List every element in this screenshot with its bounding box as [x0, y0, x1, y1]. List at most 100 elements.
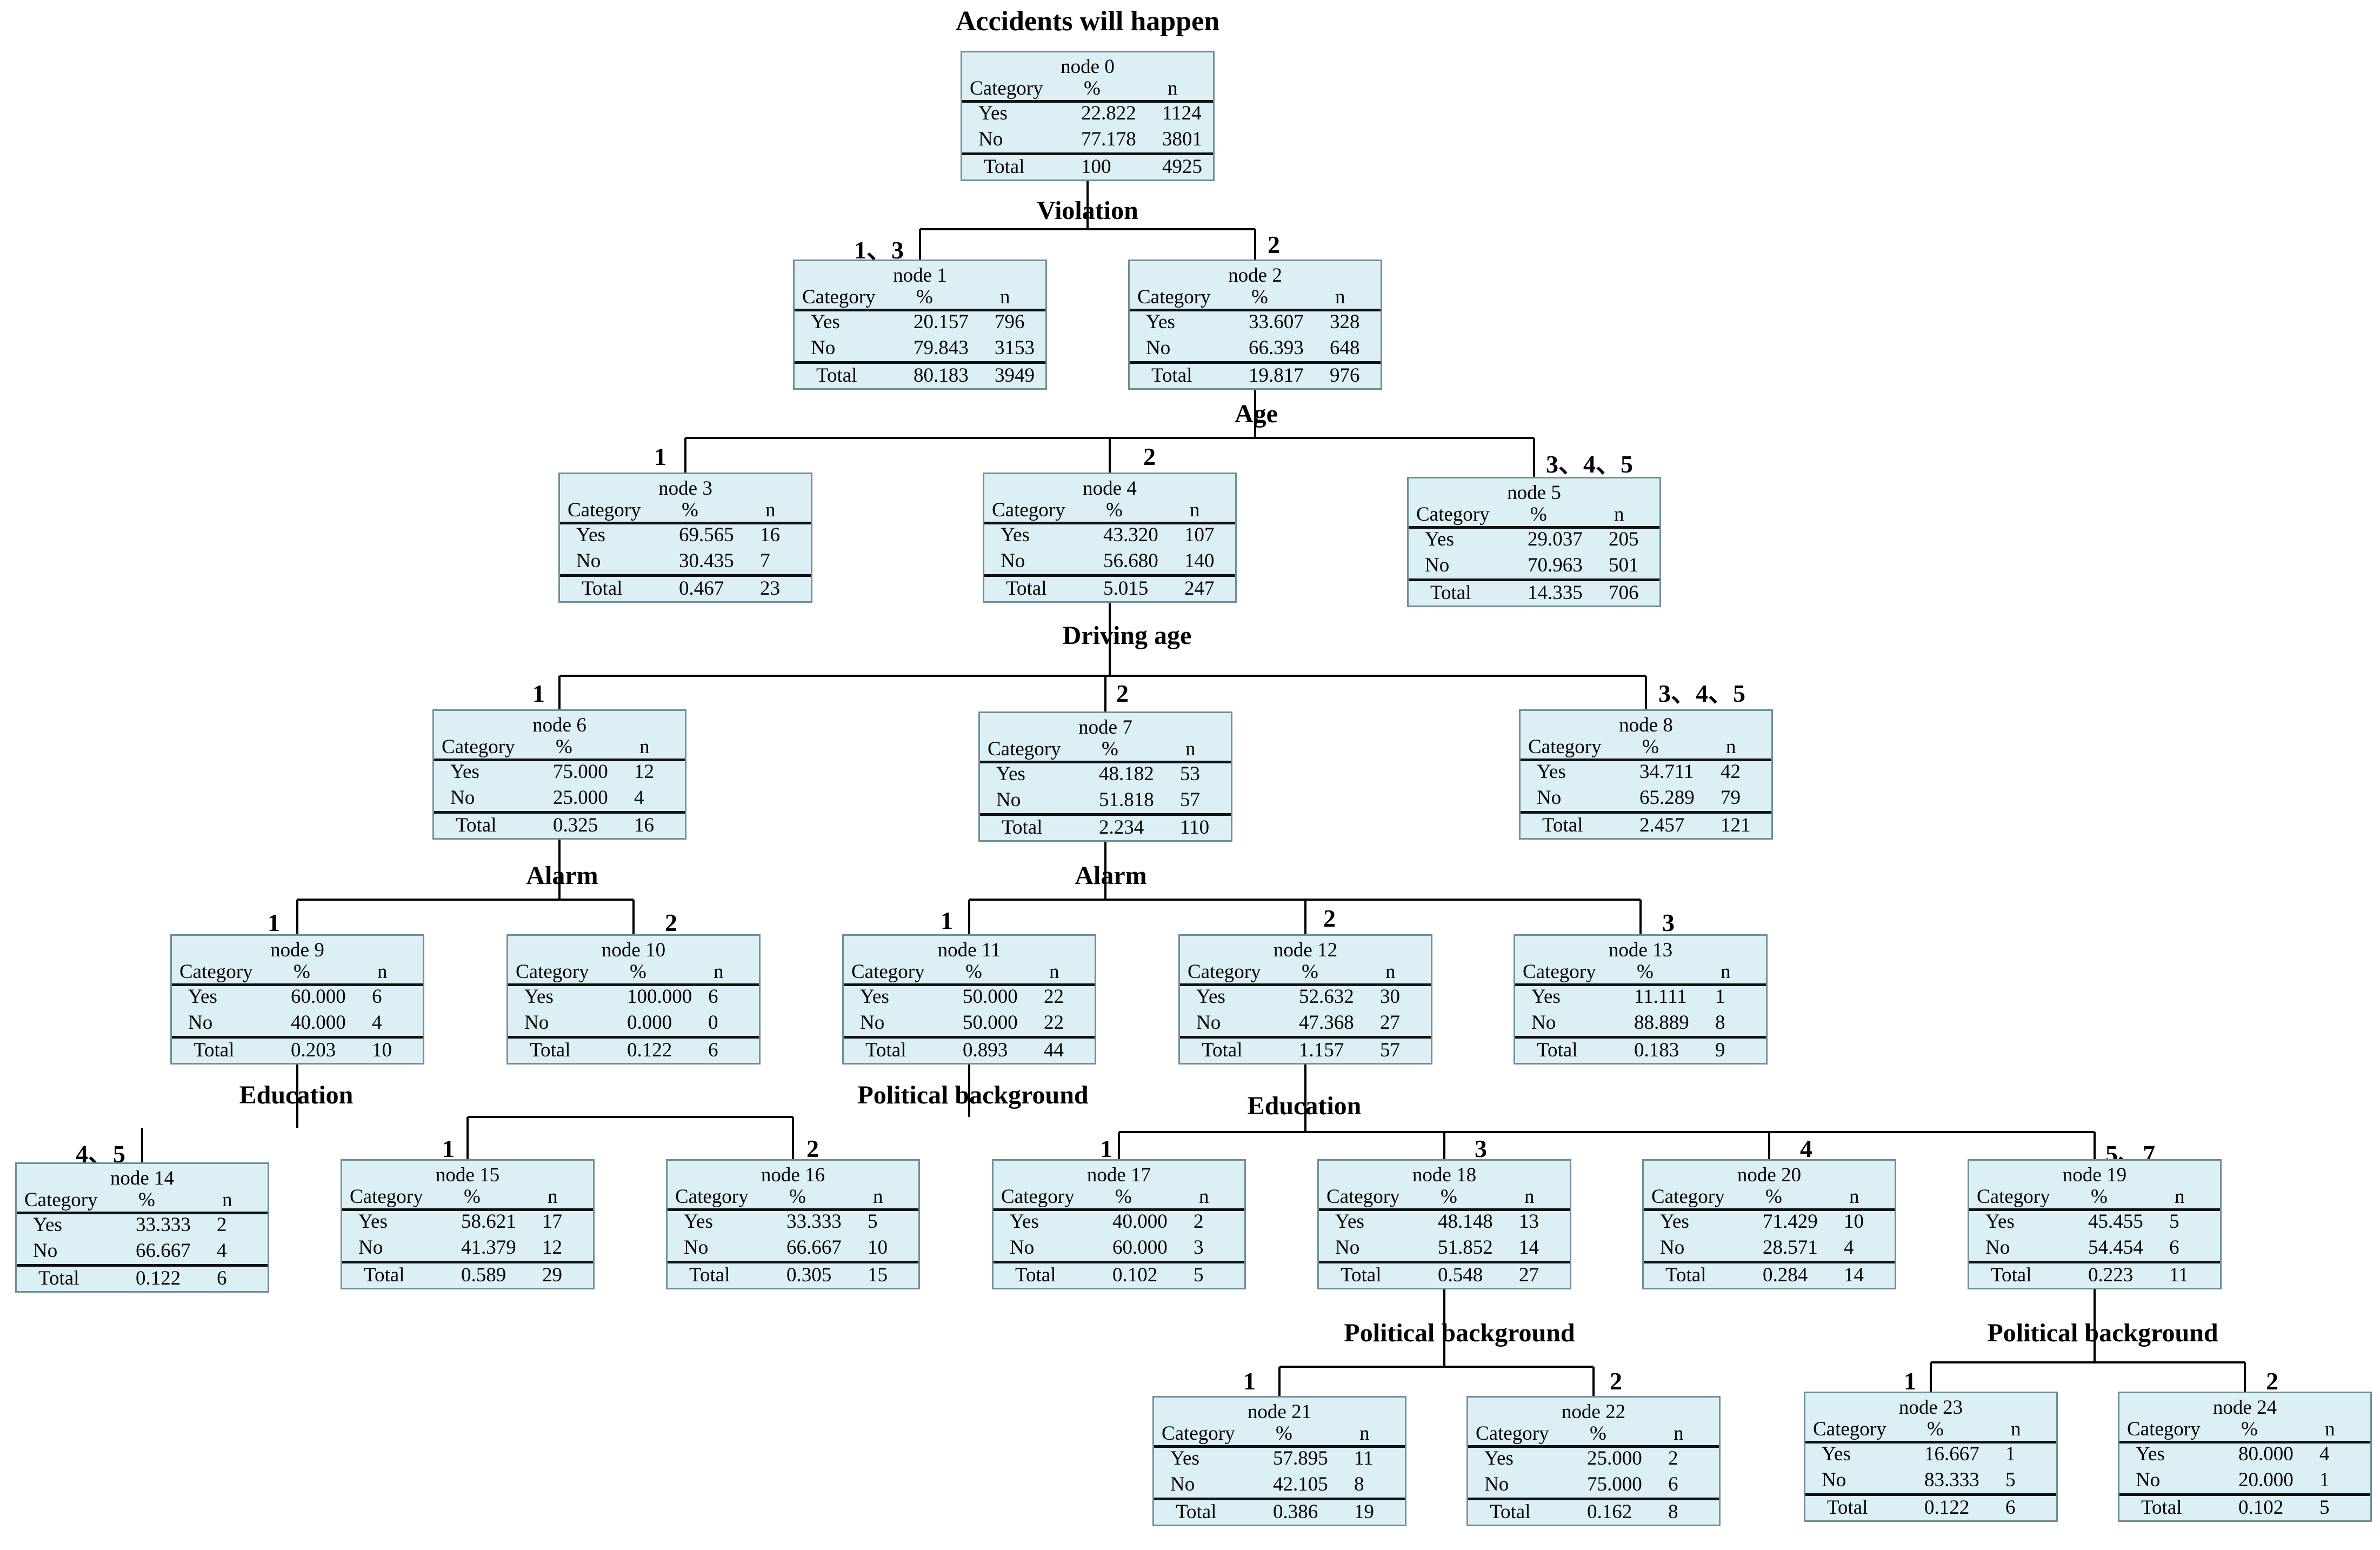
node-id: node 6	[532, 714, 586, 736]
count-value: 2	[1194, 1210, 1204, 1233]
count-value: 648	[1330, 337, 1360, 359]
percent-value: 0.548	[1438, 1264, 1483, 1286]
row-label: Yes	[684, 1210, 713, 1233]
divider	[1154, 1498, 1405, 1500]
count-value: 29	[542, 1264, 562, 1286]
node-id: node 21	[1247, 1401, 1312, 1423]
percent-value: 66.667	[136, 1240, 191, 1262]
percent-value: 50.000	[963, 986, 1018, 1008]
column-header-category: Category	[970, 77, 1043, 99]
column-header-n: n	[1614, 503, 1624, 525]
percent-value: 0.000	[627, 1012, 672, 1034]
percent-value: 0.223	[2088, 1264, 2134, 1286]
node-header-row: Category%n	[1409, 502, 1659, 527]
divider	[508, 983, 759, 986]
percent-value: 0.183	[1634, 1039, 1679, 1061]
branch-label: 1、3	[854, 236, 904, 264]
row-label: Total	[1430, 582, 1471, 604]
node-header-row: Category%n	[1969, 1185, 2220, 1209]
branch-label: 1	[442, 1135, 455, 1162]
node-id: node 13	[1608, 939, 1673, 961]
branch-label: 1	[1904, 1367, 1916, 1395]
count-value: 30	[1380, 986, 1400, 1008]
count-value: 22	[1044, 1012, 1064, 1034]
percent-value: 65.289	[1639, 787, 1695, 809]
tree-title: Accidents will happen	[955, 6, 1220, 37]
divider	[17, 1264, 268, 1267]
row-label: No	[978, 128, 1003, 150]
row-label: Total	[194, 1039, 235, 1061]
count-value: 17	[542, 1210, 562, 1233]
node-header-row: Category%n	[1515, 960, 1766, 984]
count-value: 501	[1609, 554, 1639, 576]
divider	[17, 1212, 268, 1214]
divider	[795, 309, 1045, 311]
count-value: 4	[217, 1240, 227, 1262]
branch-label: 1	[1100, 1135, 1112, 1162]
column-header-percent: %	[1441, 1186, 1457, 1208]
split-label-education-node9: Education	[239, 1081, 354, 1109]
column-header-category: Category	[516, 961, 589, 983]
column-header-category: Category	[1326, 1186, 1400, 1208]
divider	[1468, 1498, 1719, 1500]
node-header-row: Category%n	[2119, 1417, 2370, 1442]
column-header-category: Category	[1001, 1186, 1075, 1208]
row-label: Total	[689, 1264, 730, 1286]
count-value: 796	[995, 311, 1025, 333]
count-value: 5	[1194, 1264, 1204, 1286]
column-header-percent: %	[965, 961, 982, 983]
node-id: node 0	[1061, 56, 1115, 78]
branch-label: 1	[941, 907, 953, 934]
divider	[1969, 1208, 2220, 1211]
percent-value: 0.284	[1763, 1264, 1808, 1286]
divider	[668, 1208, 918, 1211]
count-value: 16	[634, 814, 654, 836]
split-label-political-node19: Political background	[1987, 1319, 2218, 1347]
row-label: Total	[1665, 1264, 1706, 1286]
node-header-row: Category%n	[1644, 1185, 1895, 1209]
percent-value: 75.000	[1587, 1473, 1642, 1495]
divider	[1409, 578, 1659, 581]
divider	[172, 1036, 423, 1039]
column-header-category: Category	[988, 738, 1061, 760]
divider	[1154, 1445, 1405, 1448]
divider	[1644, 1261, 1895, 1263]
node-id: node 14	[110, 1167, 175, 1189]
row-label: Total	[530, 1039, 571, 1061]
percent-value: 0.893	[963, 1039, 1008, 1061]
column-header-category: Category	[1651, 1186, 1725, 1208]
column-header-percent: %	[294, 961, 310, 983]
count-value: 19	[1354, 1501, 1374, 1523]
row-label: Yes	[524, 986, 554, 1008]
row-label: Yes	[576, 524, 605, 546]
row-label: Yes	[33, 1214, 62, 1236]
row-label: Yes	[996, 763, 1025, 785]
split-label-violation: Violation	[1037, 196, 1138, 225]
column-header-n: n	[873, 1186, 883, 1208]
count-value: 6	[1668, 1473, 1678, 1495]
row-label: Yes	[1146, 311, 1175, 333]
node-id: node 2	[1228, 264, 1282, 287]
percent-value: 0.386	[1273, 1501, 1318, 1523]
